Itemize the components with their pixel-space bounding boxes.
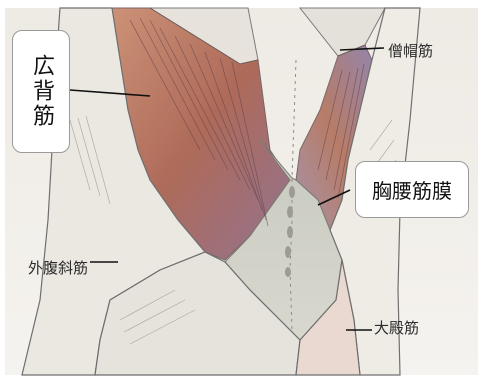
latissimus-label-box: 広背筋: [12, 30, 70, 153]
trapezius-label: 僧帽筋: [388, 40, 433, 61]
external-oblique-label: 外腹斜筋: [28, 257, 88, 278]
fascia-label-box: 胸腰筋膜: [355, 161, 469, 218]
gluteus-label: 大殿筋: [374, 317, 419, 338]
fascia-label: 胸腰筋膜: [372, 175, 452, 204]
latissimus-label: 広背筋: [29, 54, 53, 129]
